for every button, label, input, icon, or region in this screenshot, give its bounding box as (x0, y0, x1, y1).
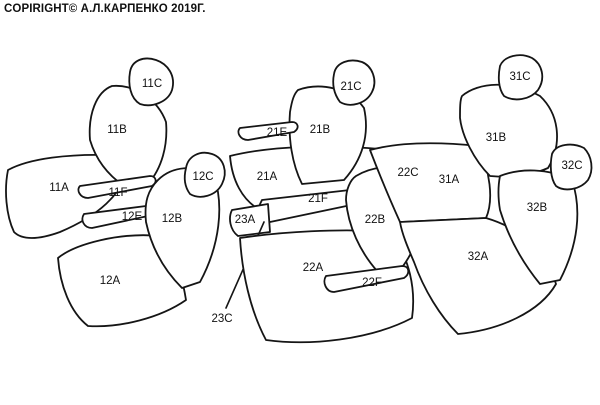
label-22a: 22A (303, 262, 324, 274)
label-21f: 21F (308, 193, 328, 205)
label-21a: 21A (257, 171, 278, 183)
label-31a: 31A (439, 174, 460, 186)
label-11f: 11F (109, 187, 128, 199)
seat-part-11a (5, 153, 131, 239)
seat-part-32c (549, 143, 593, 191)
label-12e: 12E (122, 211, 143, 223)
seat-part-23a (229, 203, 271, 237)
seat-part-31c (497, 54, 544, 101)
label-22f: 22F (362, 277, 382, 289)
seat-part-12a (57, 234, 187, 328)
label-12a: 12A (100, 275, 121, 287)
seat-part-11c (128, 57, 174, 107)
seat-part-21e (237, 121, 299, 141)
label-11b: 11B (107, 124, 127, 136)
label-12c: 12C (192, 171, 213, 183)
label-21b: 21B (310, 124, 331, 136)
label-12b: 12B (162, 213, 183, 225)
label-22c: 22C (397, 167, 418, 179)
label-22b: 22B (365, 214, 386, 226)
label-21c: 21C (340, 81, 361, 93)
label-32a: 32A (468, 251, 489, 263)
label-23c: 23C (211, 313, 232, 325)
label-31c: 31C (509, 71, 530, 83)
label-11a: 11A (49, 182, 69, 194)
seat-part-21c (332, 59, 376, 106)
label-31b: 31B (486, 132, 507, 144)
label-21e: 21E (267, 127, 288, 139)
seat-part-31a (369, 142, 492, 223)
seat-part-12c (183, 151, 226, 198)
label-32c: 32C (561, 160, 582, 172)
copyright-notice: COPIRIGHT© А.Л.КАРПЕНКО 2019Г. (4, 3, 206, 15)
label-23a: 23A (235, 214, 256, 226)
seat-part-22f (323, 265, 410, 293)
label-32b: 32B (527, 202, 548, 214)
label-11c: 11C (142, 78, 162, 90)
